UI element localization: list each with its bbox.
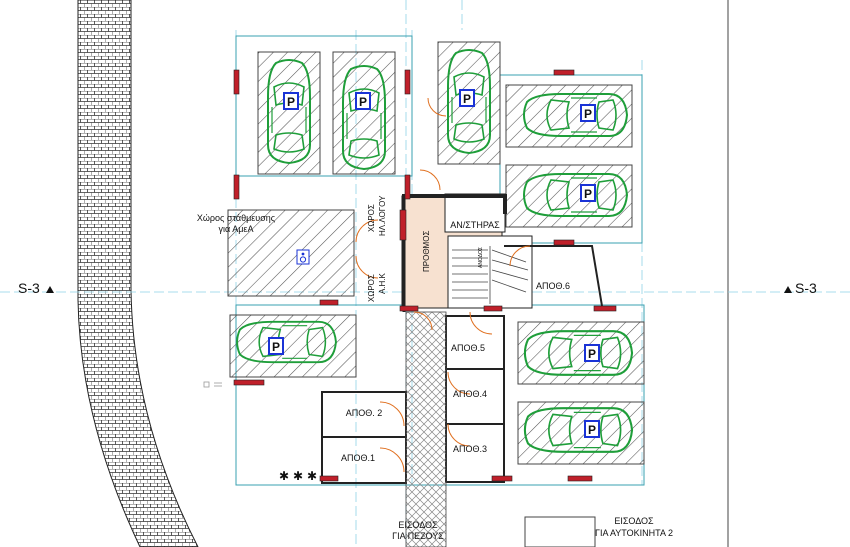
stairs-up-label: ΑΝΟΔΟΣ [478, 247, 484, 268]
section-mark-left: S-3 [18, 280, 54, 296]
parking-sign-label: P [584, 187, 592, 201]
pedestrian-entrance-label-2: ΓΙΑ ΠΕΖΟΥΣ [392, 531, 444, 541]
door-swings [355, 97, 531, 473]
car-entrance-outline [524, 516, 596, 547]
parking-sign-label: P [287, 95, 295, 109]
storeroom-3-label: ΑΠΟΘ.3 [453, 444, 487, 454]
accessible-icon [296, 249, 310, 265]
control-room-label-2: ΗΛ.ΛΟΓΟΥ [378, 195, 387, 236]
parking-sign-label: P [359, 95, 367, 109]
lobby-label: ΠΡΟΘΜΟΣ [422, 231, 431, 272]
gray-marker [203, 381, 222, 388]
building-core [401, 193, 533, 312]
parking-sign-label: P [584, 107, 592, 121]
accessible-parking-label-2: για ΑμεΑ [219, 224, 254, 234]
ahk-room-label: ΧΩΡΟΣ [367, 274, 376, 302]
car-entrance-label-2: ΓΙΑ ΑΥΤΟΚΙΝΗΤΑ 2 [595, 528, 673, 538]
paved-road [77, 0, 199, 547]
section-mark-right: S-3 [784, 280, 817, 296]
pedestrian-entrance-label: ΕΙΣΟΔΟΣ [398, 520, 438, 530]
svg-text:✱: ✱ [279, 469, 289, 483]
room-labels: Χώρος στάθμευσης για ΑμεΑ ΧΩΡΟΣ ΗΛ.ΛΟΓΟΥ… [197, 195, 673, 541]
storeroom-1-label: ΑΠΟΘ.1 [341, 453, 375, 463]
section-label-left: S-3 [18, 280, 40, 296]
storeroom-2-label: ΑΠΟΘ. 2 [346, 408, 383, 418]
control-room-label: ΧΩΡΟΣ [367, 204, 376, 232]
car-entrance-label: ΕΙΣΟΔΟΣ [614, 516, 654, 526]
column-markers: ✱ ✱ ✱ [279, 469, 317, 483]
storeroom-5-label: ΑΠΟΘ.5 [451, 343, 485, 353]
section-label-right: S-3 [795, 280, 817, 296]
parking-sign-label: P [588, 423, 596, 437]
pedestrian-path [405, 311, 447, 547]
storeroom-4-label: ΑΠΟΘ.4 [453, 389, 487, 399]
svg-text:✱: ✱ [293, 469, 303, 483]
parking-signs: P P P P P P P P [268, 89, 600, 438]
structural-columns [233, 69, 617, 482]
elevator-label: ΑΝ/ΣΤΗΡΑΣ [450, 220, 500, 230]
ahk-room-label-2: Α.Η.Κ [378, 272, 387, 294]
parking-sign-label: P [272, 340, 280, 354]
storeroom-6-label: ΑΠΟΘ.6 [536, 281, 570, 291]
parking-sign-label: P [463, 92, 471, 106]
parking-sign-label: P [588, 347, 596, 361]
accessible-parking-label: Χώρος στάθμευσης [197, 213, 276, 223]
svg-text:✱: ✱ [307, 469, 317, 483]
